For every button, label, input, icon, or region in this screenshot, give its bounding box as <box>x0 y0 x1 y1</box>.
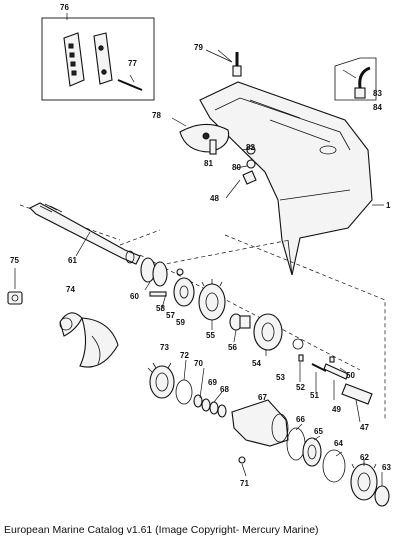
callout-52: 52 <box>296 383 305 392</box>
callout-81: 81 <box>204 159 213 168</box>
part-83-84-hose <box>334 57 377 101</box>
callout-71: 71 <box>240 479 249 488</box>
part-75-nut <box>7 291 23 305</box>
callout-76: 76 <box>60 3 69 12</box>
part-55-gear <box>198 279 226 321</box>
callout-78: 78 <box>152 111 161 120</box>
part-53-ring <box>292 338 304 350</box>
callout-67: 67 <box>258 393 267 402</box>
part-67-bearing-carrier <box>231 399 289 447</box>
part-60-58-57-59-bearings <box>140 257 195 307</box>
callout-83: 83 <box>373 89 382 98</box>
callout-60: 60 <box>130 292 139 301</box>
callout-57: 57 <box>166 311 175 320</box>
part-74-propeller <box>59 312 119 368</box>
callout-54: 54 <box>252 359 261 368</box>
callout-65: 65 <box>314 427 323 436</box>
callout-66: 66 <box>296 415 305 424</box>
callout-80: 80 <box>232 163 241 172</box>
callout-75: 75 <box>10 256 19 265</box>
callout-48: 48 <box>210 194 219 203</box>
part-71-ring <box>238 456 246 464</box>
part-79-bolt <box>232 52 242 77</box>
part-61-shaft <box>29 202 141 265</box>
callout-56: 56 <box>228 343 237 352</box>
callout-61: 61 <box>68 256 77 265</box>
callout-51: 51 <box>310 391 319 400</box>
callout-74: 74 <box>66 285 75 294</box>
callout-47: 47 <box>360 423 369 432</box>
callout-62: 62 <box>360 453 369 462</box>
callout-84: 84 <box>373 103 382 112</box>
part-80-81-82-48-hardware <box>209 139 257 185</box>
callout-70: 70 <box>194 359 203 368</box>
callout-55: 55 <box>206 331 215 340</box>
part-76-kit-box <box>41 17 155 101</box>
callout-68: 68 <box>220 385 229 394</box>
callout-53: 53 <box>276 373 285 382</box>
exploded-parts-diagram: 76 77 79 83 84 78 82 81 80 48 1 75 61 74… <box>7 3 391 507</box>
callout-64: 64 <box>334 439 343 448</box>
callout-69: 69 <box>208 378 217 387</box>
part-1-gear-housing <box>199 81 373 276</box>
part-47-to-52-shift-parts <box>298 354 373 405</box>
part-78-cover <box>179 123 230 153</box>
callout-58: 58 <box>156 304 165 313</box>
catalog-caption: European Marine Catalog v1.61 (Image Cop… <box>4 524 319 536</box>
callout-73: 73 <box>160 343 169 352</box>
callout-72: 72 <box>180 351 189 360</box>
callout-82: 82 <box>246 143 255 152</box>
callout-50: 50 <box>346 371 355 380</box>
part-73-72-70-69-68-bearing-stack <box>147 362 227 418</box>
callout-59: 59 <box>176 318 185 327</box>
callout-77: 77 <box>128 59 137 68</box>
callout-49: 49 <box>332 405 341 414</box>
callout-leaders <box>66 13 383 486</box>
callout-79: 79 <box>194 43 203 52</box>
part-56-54-clutch <box>229 313 283 351</box>
part-66-65-64-rings <box>286 427 346 483</box>
callout-63: 63 <box>382 463 391 472</box>
callout-1: 1 <box>386 201 391 210</box>
